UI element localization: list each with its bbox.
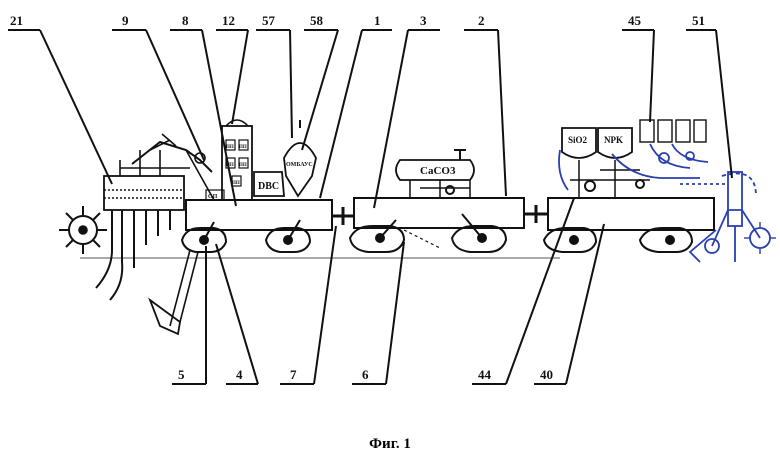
callout-58 [302,30,338,150]
callout-6 [352,242,404,384]
sprayer-label: ОМБАУС [286,162,313,168]
callout-label-44: 44 [478,367,492,382]
sprayer-tank [284,143,316,196]
dbc-label: DBC [258,181,279,192]
callout-21 [8,30,112,184]
implement-frame [104,176,184,210]
callout-label-2: 2 [478,13,485,28]
unit-labels: CaCO3 SiO2 NPK DBC ОМБАУС ПП ПП ПП ПП ПП… [208,135,623,200]
coupling-2 [524,205,548,223]
callout-3 [374,30,440,208]
track-right-3 [640,228,692,252]
callout-label-8: 8 [182,13,189,28]
callout-7 [280,226,336,384]
callout-label-3: 3 [420,13,427,28]
shanks [96,210,170,300]
callout-45 [622,30,654,122]
unit-body-1 [182,120,332,252]
callout-4 [216,244,258,384]
callout-label-51: 51 [692,13,705,28]
track-left-3 [544,228,596,252]
bin-a1-label: ПП [226,145,234,150]
seeding-column [728,172,742,226]
sio2-label: SiO2 [568,135,588,145]
jar [640,120,654,142]
lime-tank-label: CaCO3 [420,165,456,177]
callout-label-7: 7 [290,367,297,382]
callout-label-6: 6 [362,367,369,382]
coupling-1 [332,207,354,225]
callout-label-40: 40 [540,367,553,382]
callout-label-12: 12 [222,13,235,28]
npk-label: NPK [604,135,623,145]
callout-12 [216,30,248,124]
callout-label-21: 21 [10,13,23,28]
track-left-1 [182,222,226,252]
figure-caption: Фиг. 1 [0,436,780,453]
track-right-1 [266,220,310,252]
callout-label-5: 5 [178,367,185,382]
callout-label-58: 58 [310,13,324,28]
frame-label: ОП [208,194,218,200]
tillage-implement [59,134,214,334]
callout-9 [112,30,204,160]
track-right-2 [452,214,506,252]
bin-a2-label: ПП [239,145,247,150]
callout-label-57: 57 [262,13,276,28]
callout-5 [172,246,206,384]
callout-label-1: 1 [374,13,381,28]
callouts [8,30,732,384]
callout-2 [464,30,506,196]
spiked-wheel-hub [79,226,87,234]
callout-label-45: 45 [628,13,642,28]
callout-40 [534,224,604,384]
callout-label-4: 4 [236,367,243,382]
bin-b2-label: ПП [232,181,240,186]
track-left-2 [350,220,404,252]
bin-b1-label: ПП [239,163,247,168]
callout-51 [686,30,732,178]
callout-label-9: 9 [122,13,129,28]
callout-57 [256,30,292,138]
